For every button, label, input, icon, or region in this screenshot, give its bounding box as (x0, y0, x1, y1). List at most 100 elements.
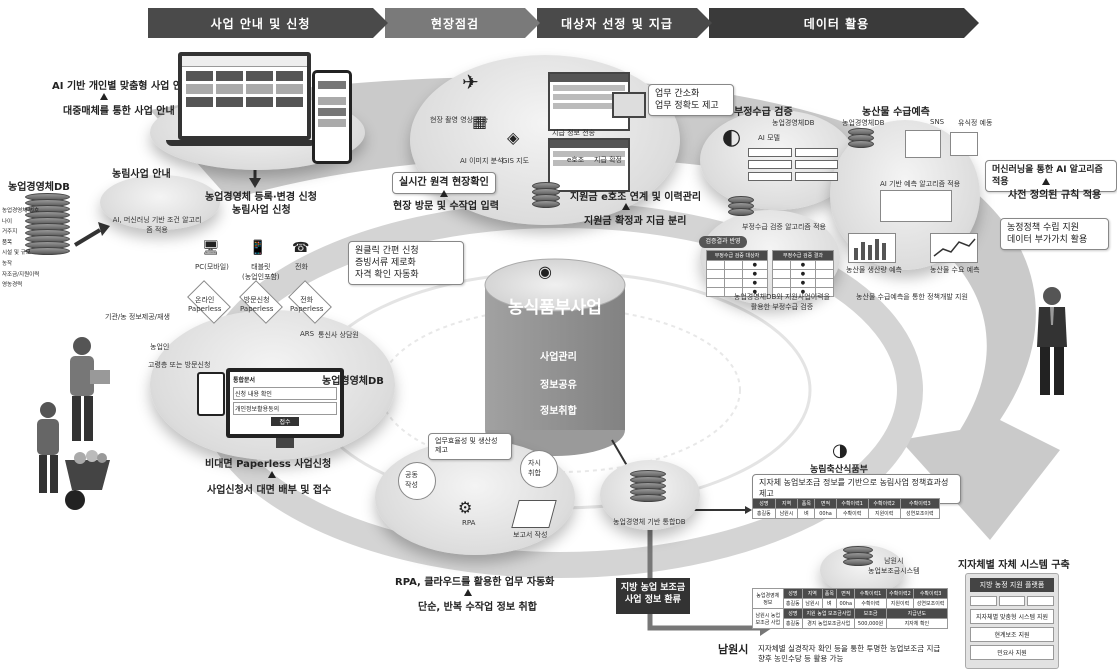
inspect-label-ai: AI 이미지 분석 (460, 157, 504, 165)
ai-notice-title: AI 기반 개인별 맞춤형 사업 안내 (52, 81, 192, 92)
inspect-bubble-item-1: 업무 간소화 (655, 89, 700, 99)
hub-db-label: 농업경영체 기반 통합DB (613, 518, 686, 526)
fraud-table-right: 부정수급 검증 결과 ● ● ● ● (772, 250, 834, 297)
fraud-table-right-title: 부정수급 검증 결과 (772, 250, 834, 261)
local-item-3[interactable]: 민요사 지원 (970, 645, 1054, 660)
pay-link: 지원금 e호조 연계 및 이력관리 (570, 192, 702, 203)
ml-arrow (1042, 178, 1050, 185)
fraud-caption: 농업경영체DB와 지원사업이력을 활용한 부정수급 검증 (733, 293, 831, 311)
ministry-logo-icon: ◑ (832, 440, 848, 461)
phone (312, 70, 352, 164)
tablet-icon: 📱 (249, 240, 267, 256)
report-sheet (511, 500, 557, 528)
laptop-grid (182, 67, 307, 111)
db-stack-fraud (728, 196, 754, 216)
db-arrow-head (98, 222, 110, 236)
step-collect: 자시 취합 (528, 459, 541, 477)
db-stack-left (25, 193, 70, 255)
note-telecom: 통신사 상담원 (318, 331, 359, 339)
return-label: 지방 농업 보조금 사업 정보 환류 (616, 578, 690, 614)
ai-predict-label: AI 기반 예측 알고리즘 적용 (880, 180, 961, 188)
chart-demand (930, 233, 978, 263)
rpa-arrow (464, 589, 472, 596)
inspect-bubble-item-2: 업무 정확도 제고 (655, 101, 719, 112)
monitor-stand (276, 438, 294, 448)
rpa-sub: 단순, 반복 수작업 정보 취합 (418, 602, 537, 613)
pay-sub: 지원금 확정과 지급 분리 (584, 216, 687, 227)
fraud-db-label: 농업경영체DB (772, 119, 815, 127)
namwon-bullets: 지자체별 실경작자 확인 등을 통한 투명한 농업보조금 지급 향후 농민수당 … (758, 644, 948, 664)
fraud-title: 부정수급 검증 (734, 107, 793, 118)
globe-icon: ◐ (722, 125, 742, 150)
phase-apply: 사업 안내 및 신청 (148, 8, 388, 38)
local-item-2[interactable]: 현계보조 지원 (970, 627, 1054, 642)
phone-small (197, 372, 225, 416)
local-title: 지자체별 자체 시스템 구축 (958, 560, 1070, 571)
center-title: 농식품부사업 (508, 298, 602, 318)
ml-title: 머신러닝을 통한 AI 알고리즘 적용 (985, 160, 1117, 193)
register-title: 농업경영체 등록·변경 신청 (205, 192, 317, 203)
chart-demand-label: 농산물 수요 예측 (930, 266, 980, 274)
apply-bubble-item-3: 자격 확인 자동화 (355, 270, 419, 281)
ministry-emblem-icon: ◉ (538, 262, 552, 281)
local-item-1[interactable]: 지자체별 맞춤형 시스템 지원 (970, 609, 1054, 624)
robot-icon: ⚙ (458, 498, 473, 517)
apply-bubble: 원클릭 간편 신청 증빙서류 제로화 자격 확인 자동화 (348, 241, 464, 286)
monitor-screen: 통합문서 신청 내용 확인 개인정보활용동의 접수 (230, 372, 340, 434)
phone-icon: ☎ (292, 240, 310, 256)
ministry-label: 농림축산식품부 (810, 465, 868, 475)
laptop-base (166, 140, 316, 146)
center-row-share: 정보공유 (540, 380, 577, 391)
fraud-flow-boxes (748, 148, 838, 188)
businessman-illustration (1037, 287, 1067, 395)
inspect-laptop (612, 92, 646, 118)
inspect-label-send: 지급 정보 전송 (552, 129, 596, 137)
island-ai-match (100, 175, 220, 230)
nonface-arrow (268, 471, 276, 478)
rpa-bubble: 업무효율성 및 생산성 제고 (428, 433, 512, 460)
namwon-system-label: 남원시 농업보조금시스템 (868, 557, 920, 575)
predict-matrix (880, 190, 952, 222)
rpa-title: RPA, 클라우드를 활용한 업무 자동화 (395, 577, 555, 588)
supply-caption: 농산물 수급예측을 통한 정책개발 지원 (856, 293, 968, 301)
db-stack-inspect (532, 182, 560, 208)
drone-icon: ✈ (462, 70, 479, 94)
inspect-screen-1 (548, 72, 630, 131)
local-panel-tabs (970, 596, 1055, 606)
db-label-2: 농업경영체DB (322, 376, 384, 387)
fraud-table-left: 부정수급 검증 대상자 ● ● ● ● (706, 250, 769, 297)
right-bullet-1: 농정정책 수립 지원 (1007, 223, 1079, 233)
map-icon: ◈ (507, 128, 520, 147)
ai-model-label: AI 모델 (758, 134, 780, 142)
ai-notice-sub: 대중매체를 통한 사업 안내 (63, 106, 175, 117)
hub-arrow-head (745, 506, 752, 514)
note-ars: ARS (300, 330, 315, 338)
monitor-head: 통합문서 (233, 377, 256, 384)
remote-sub: 현장 방문 및 수작업 입력 (393, 201, 499, 212)
laptop (178, 52, 311, 140)
namwon-logo: 남원시 (718, 643, 749, 656)
right-bullet-2: 데이터 부가가치 활용 (1007, 235, 1088, 246)
fraud-algo-label: 부정수급 검증 알고리즘 적용 (742, 223, 826, 231)
pc-icon: 🖥 (202, 240, 220, 256)
note-info: 기관/농 정보제공/재생 (105, 313, 170, 321)
tablet-inspect-icon: ▦ (472, 112, 488, 131)
register-sub: 농림사업 신청 (232, 205, 291, 216)
laptop-header (182, 56, 307, 67)
ai-match-label: AI, 머신러닝 기반 조건 알고리즘 적용 (112, 216, 202, 234)
inspect-label-ehojo: e호조 (567, 156, 585, 164)
phase-inspect: 현장점검 (385, 8, 540, 38)
phase-data-use: 데이터 활용 (709, 8, 979, 38)
supply-db-label: 농업경영체DB (842, 119, 885, 127)
monitor-submit-button[interactable]: 접수 (271, 417, 299, 426)
nonface-sub: 사업신청서 대면 배부 및 접수 (207, 485, 332, 496)
return-arrow (647, 520, 760, 631)
step-report: 보고서 작성 (513, 531, 548, 539)
register-arrow-head (249, 178, 261, 188)
monitor-line-2: 개인정보활용동의 (233, 402, 337, 415)
inspect-screen-2 (548, 138, 630, 192)
center-row-collect: 정보취합 (540, 406, 577, 417)
cylinder-top (484, 258, 626, 312)
paperless-online: 온라인 Paperless (188, 296, 222, 313)
